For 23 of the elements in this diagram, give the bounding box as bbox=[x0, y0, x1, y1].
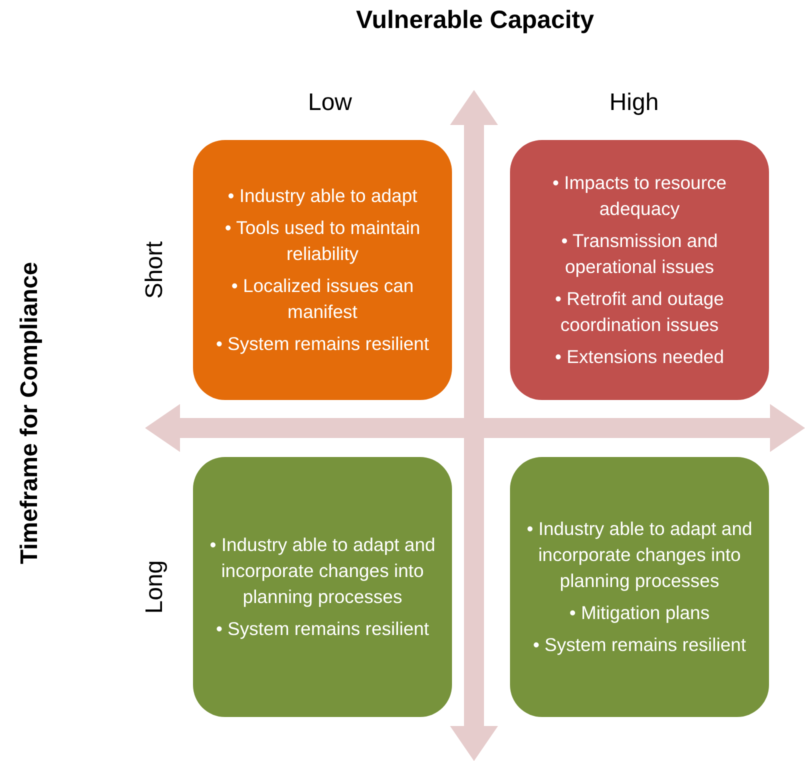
bullet-item: • System remains resilient bbox=[216, 332, 430, 356]
column-label: Low bbox=[308, 89, 352, 117]
bullet-item: • Extensions needed bbox=[555, 344, 724, 369]
bullet-item: • Mitigation plans bbox=[569, 600, 710, 625]
quadrant-box bbox=[510, 140, 769, 400]
bullet-item: • Industry able to adapt and incorporate changes into planning processes bbox=[208, 533, 436, 609]
bullet-item: • Localized issues can manifest bbox=[230, 274, 415, 324]
bullet-item: • Tools used to maintain reliability bbox=[224, 216, 422, 266]
bullet-item: • Retrofit and outage coordination issues bbox=[554, 286, 725, 337]
axis-title: Vulnerable Capacity bbox=[354, 6, 596, 35]
row-label: Short bbox=[141, 241, 169, 299]
bullet-item: • Transmission and operational issues bbox=[560, 229, 719, 280]
column-label: High bbox=[609, 89, 659, 117]
quadrant-box bbox=[193, 140, 452, 400]
bullet-item: • Industry able to adapt bbox=[228, 184, 418, 208]
bullet-item: • Impacts to resource adequacy bbox=[551, 171, 728, 222]
quadrant-box bbox=[510, 457, 769, 717]
bullet-item: • System remains resilient bbox=[216, 616, 430, 641]
bullet-item: • Industry able to adapt and incorporate changes into planning processes bbox=[526, 517, 754, 594]
quadrant-box bbox=[193, 457, 452, 717]
bullet-item: • System remains resilient bbox=[532, 632, 746, 657]
axis-title: Timeframe for Compliance bbox=[16, 262, 44, 564]
row-label: Long bbox=[141, 560, 169, 614]
